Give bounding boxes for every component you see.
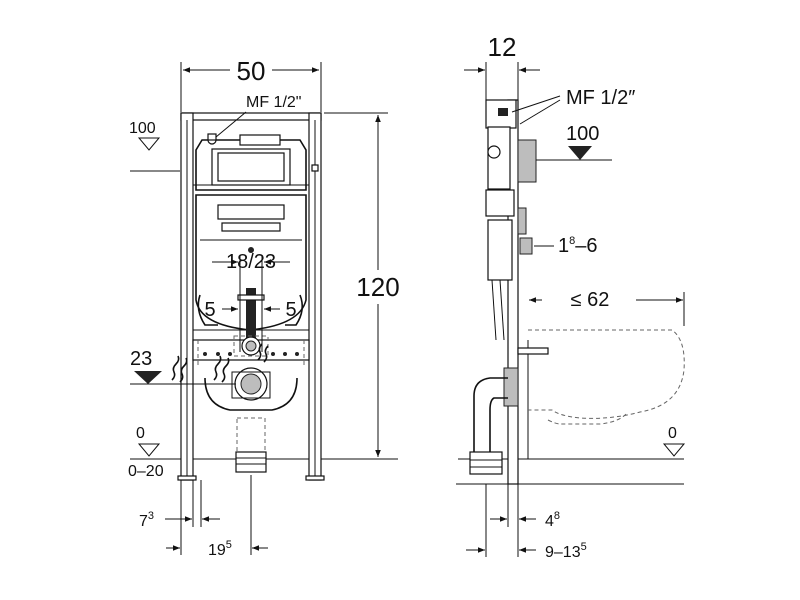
connection-points [203,352,299,356]
side-waste-pipe [469,377,508,475]
dim-7-label: 73 [139,510,154,530]
level-100-label: 100 [129,120,156,137]
mf-leader-front [215,111,247,138]
dim-height [324,112,402,460]
cistern [195,133,319,331]
dim-bottom-side [466,484,536,557]
side-level-0-marker [662,443,686,457]
front-frame [177,112,325,481]
center-dim-label: 18/23 [226,251,276,273]
range-label: 18–6 [558,235,598,257]
dim-19-label: 195 [208,539,232,559]
level-0-label: 0 [136,425,145,442]
width-label: 50 [237,56,266,86]
side-level-100-label: 100 [566,123,599,145]
side-level-100-marker [536,146,612,161]
side-frame [485,99,549,485]
bowl-dim-label: ≤ 62 [571,289,610,311]
dim-bottom-front [165,475,268,555]
level-23-label: 23 [130,348,152,370]
mf-leader-side-2 [519,99,561,125]
mf-label-front: MF 1/2" [246,94,301,111]
dim-depth [464,62,540,100]
mf-label-side: MF 1/2″ [566,87,635,109]
dim-width [180,60,322,112]
side-view: 12 MF 1/2″ 100 18–6 ≤ 62 0 [456,32,686,561]
level-23-marker [130,371,236,385]
level-100-marker [130,137,180,172]
range-0-20-label: 0–20 [128,463,164,480]
side-level-0-label: 0 [668,425,677,442]
level-0-marker [137,443,161,457]
depth-label: 12 [488,32,517,62]
flush-pipe [197,247,305,366]
mf-leader-side-1 [511,95,561,113]
dim-4-label: 48 [545,510,560,530]
height-label: 120 [356,272,399,302]
waste-pipe [204,367,298,473]
wc-bowl-outline [528,329,685,425]
dim-bowl [529,292,685,326]
dim-9-13-label: 9–135 [545,541,587,561]
front-view: 50 MF 1/2" 120 100 18/23 [128,56,402,559]
left-5-label: 5 [204,299,215,321]
dim-center [212,256,290,352]
water-supply-symbols [171,343,269,383]
right-5-label: 5 [285,299,296,321]
